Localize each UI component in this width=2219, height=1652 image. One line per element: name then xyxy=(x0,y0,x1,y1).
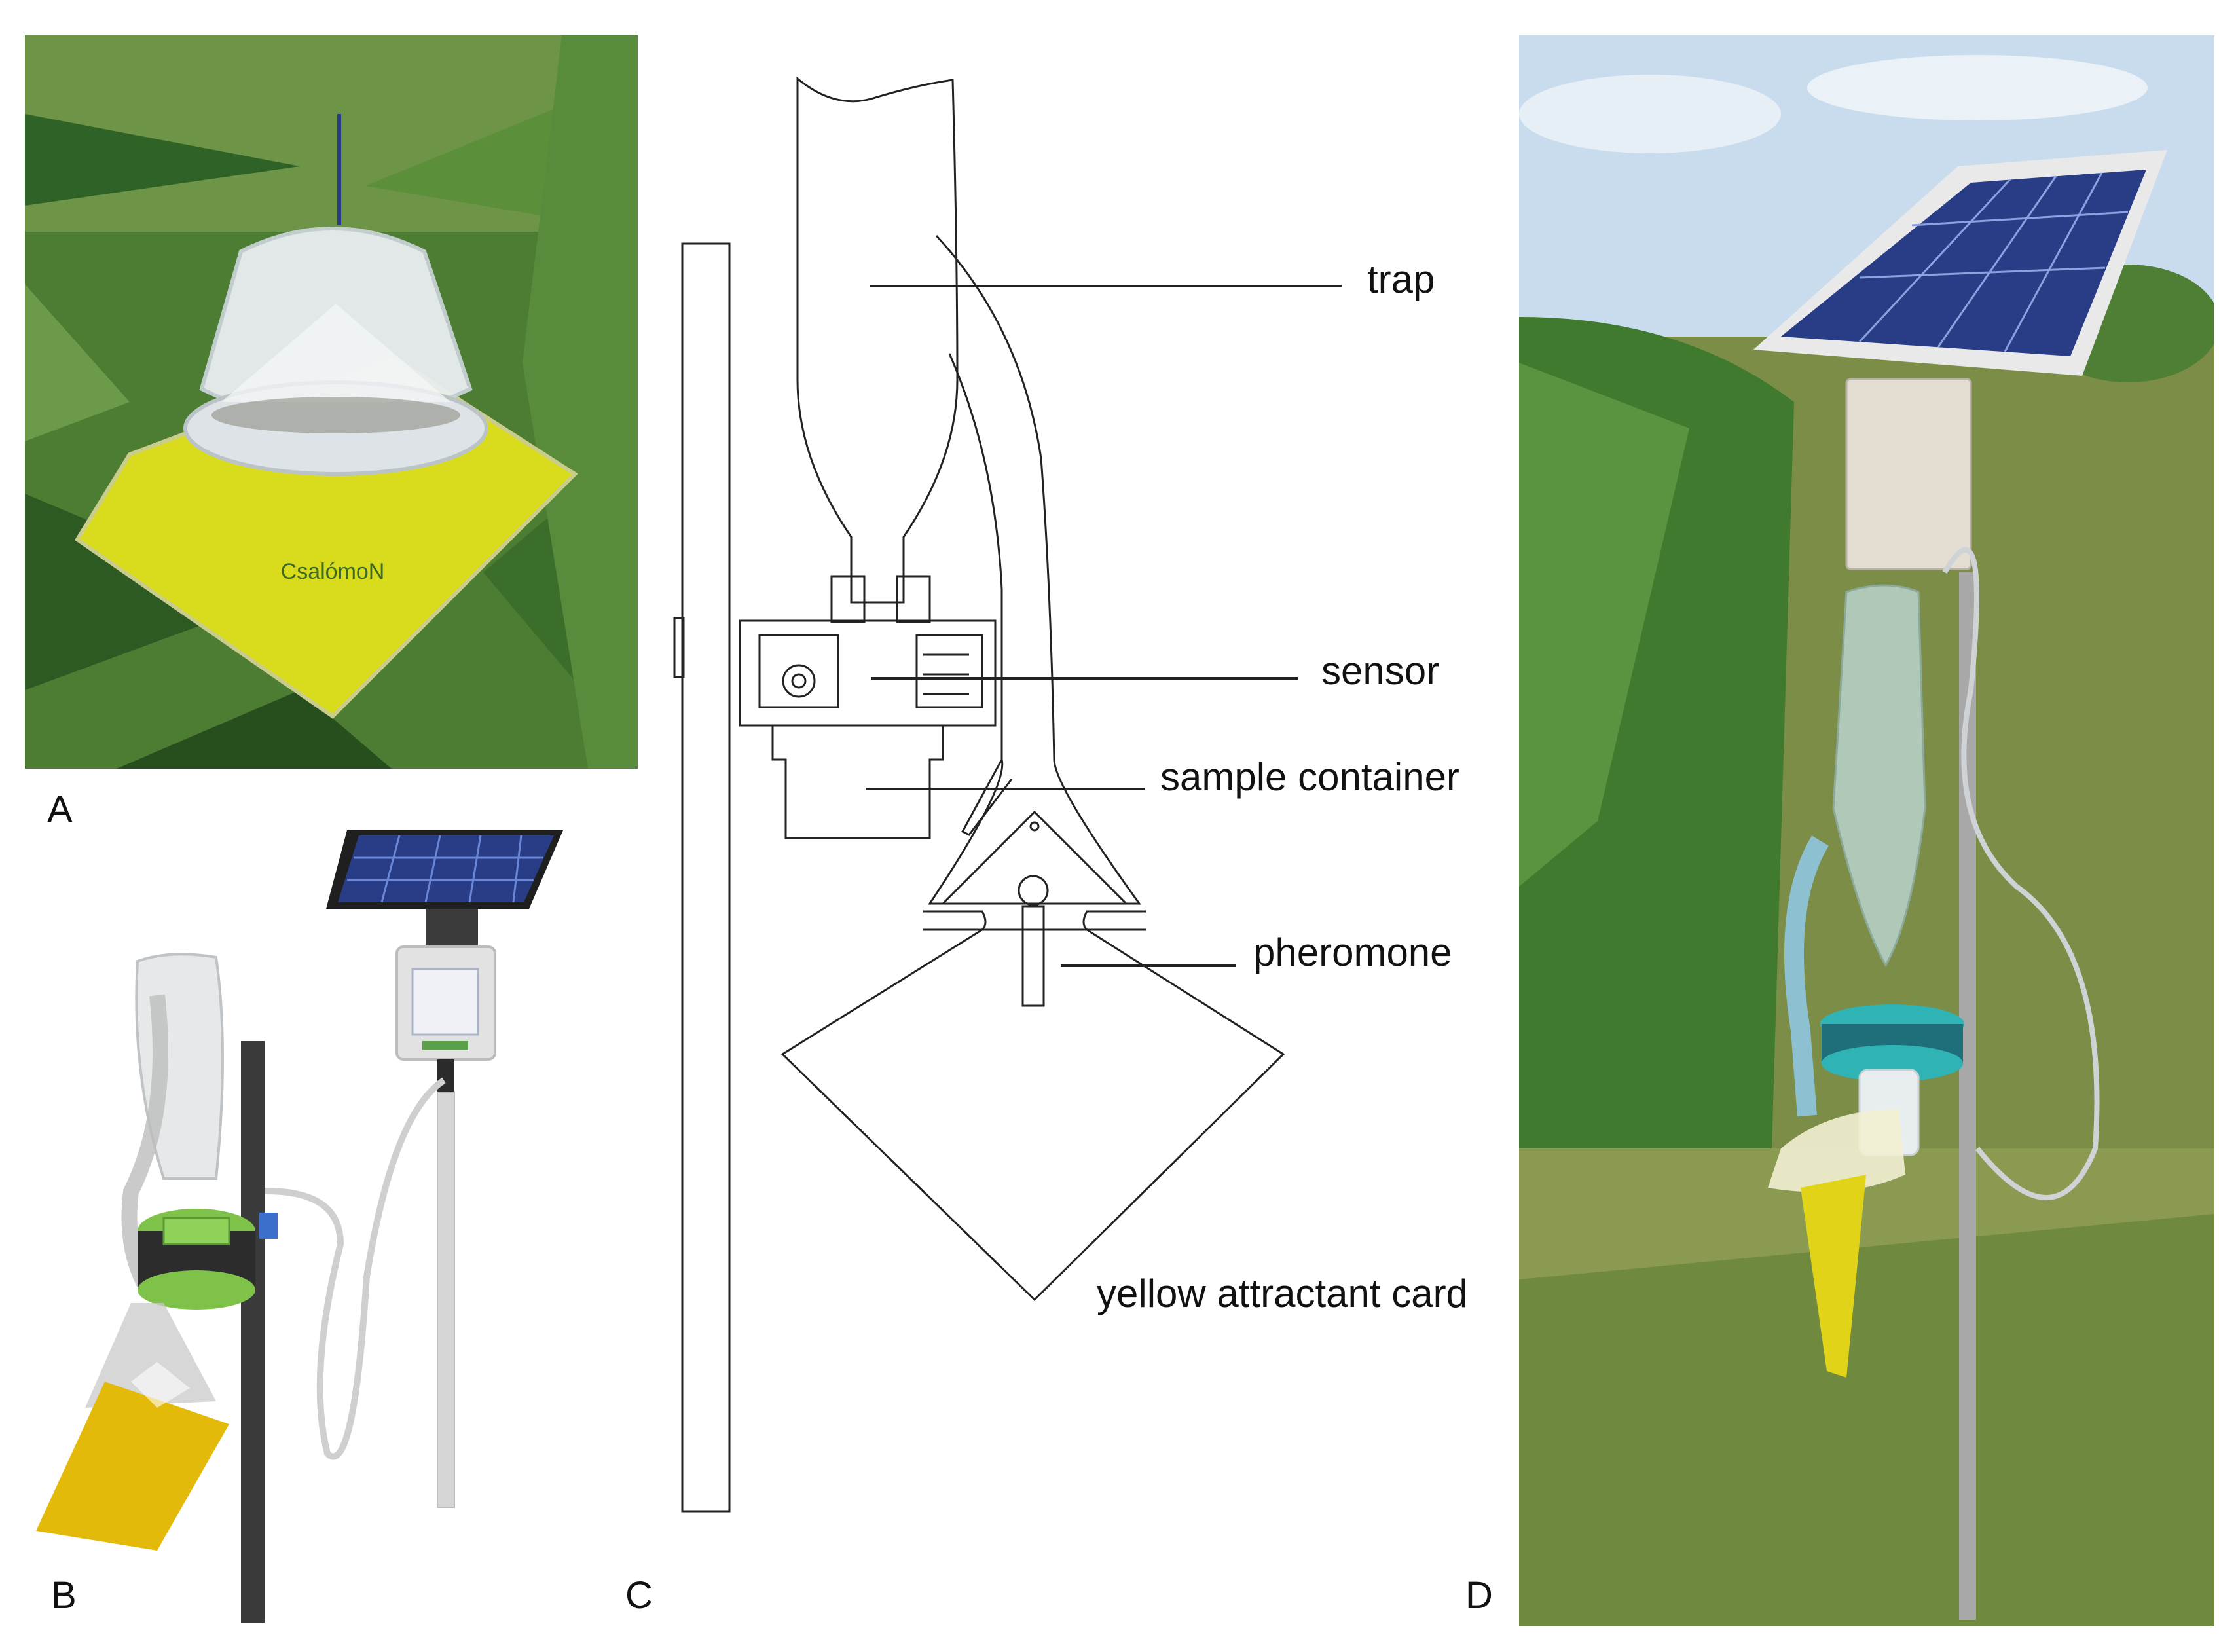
control-box-photo xyxy=(1845,378,1972,570)
panel-d-photo xyxy=(1519,35,2214,1626)
yellow-card-diagram xyxy=(780,928,1285,1302)
callout-sensor: sensor xyxy=(1321,649,1440,693)
yellow-card-b xyxy=(36,1382,229,1551)
panel-label-a: A xyxy=(47,788,73,831)
panel-label-b: B xyxy=(51,1574,77,1617)
panel-label-d: D xyxy=(1465,1574,1493,1617)
solar-panel-icon xyxy=(326,830,563,955)
callout-pheromone: pheromone xyxy=(1253,930,1452,974)
panel-d-illustration xyxy=(1519,35,2214,1626)
callout-yellow-card: yellow attractant card xyxy=(1097,1272,1468,1315)
pole-b xyxy=(241,1041,265,1623)
callout-sample-container: sample container xyxy=(1160,755,1459,799)
funnel-icon xyxy=(85,1303,216,1408)
control-box xyxy=(395,945,496,1061)
panel-a-illustration: CsalómoN xyxy=(25,35,638,769)
bottle-photo xyxy=(1832,584,1926,968)
bottle-trap-icon xyxy=(135,953,224,1180)
yellow-card-photo xyxy=(1801,1175,1866,1378)
solar-panel-photo xyxy=(1753,150,2167,376)
panel-label-c: C xyxy=(625,1574,653,1617)
panel-a-photo: CsalómoN xyxy=(25,35,638,769)
callout-trap: trap xyxy=(1367,257,1435,301)
card-brand: CsalómoN xyxy=(281,559,385,584)
